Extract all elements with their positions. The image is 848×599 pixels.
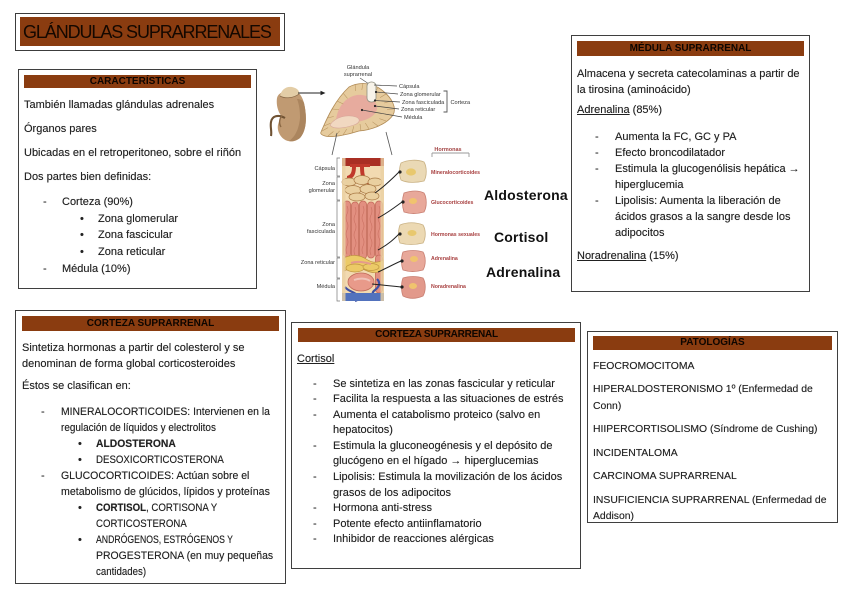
svg-text:glomerular: glomerular bbox=[309, 188, 336, 194]
svg-text:fasciculada: fasciculada bbox=[307, 229, 336, 235]
svg-text:Glucocorticoides: Glucocorticoides bbox=[431, 200, 473, 206]
svg-text:Mineralocorticoides: Mineralocorticoides bbox=[431, 170, 480, 176]
svg-text:Adrenalina: Adrenalina bbox=[431, 256, 458, 262]
svg-text:Zona glomerular: Zona glomerular bbox=[400, 92, 441, 98]
svg-text:Cápsula: Cápsula bbox=[314, 166, 335, 172]
svg-text:Cápsula: Cápsula bbox=[399, 84, 420, 90]
svg-text:suprarrenal: suprarrenal bbox=[344, 72, 372, 78]
svg-text:Zona fasciculada: Zona fasciculada bbox=[402, 100, 445, 106]
svg-text:Noradrenalina: Noradrenalina bbox=[431, 284, 466, 290]
svg-text:Zona: Zona bbox=[322, 181, 336, 187]
svg-text:Hormonas: Hormonas bbox=[434, 147, 461, 153]
svg-text:Zona: Zona bbox=[322, 222, 336, 228]
svg-text:Médula: Médula bbox=[404, 115, 423, 121]
svg-text:Corteza: Corteza bbox=[451, 100, 471, 106]
svg-text:Hormonas sexuales: Hormonas sexuales bbox=[431, 232, 480, 238]
svg-text:Glándula: Glándula bbox=[347, 65, 370, 71]
svg-text:Médula: Médula bbox=[317, 284, 336, 290]
svg-text:Zona reticular: Zona reticular bbox=[401, 107, 435, 113]
svg-text:Zona reticular: Zona reticular bbox=[301, 260, 335, 266]
